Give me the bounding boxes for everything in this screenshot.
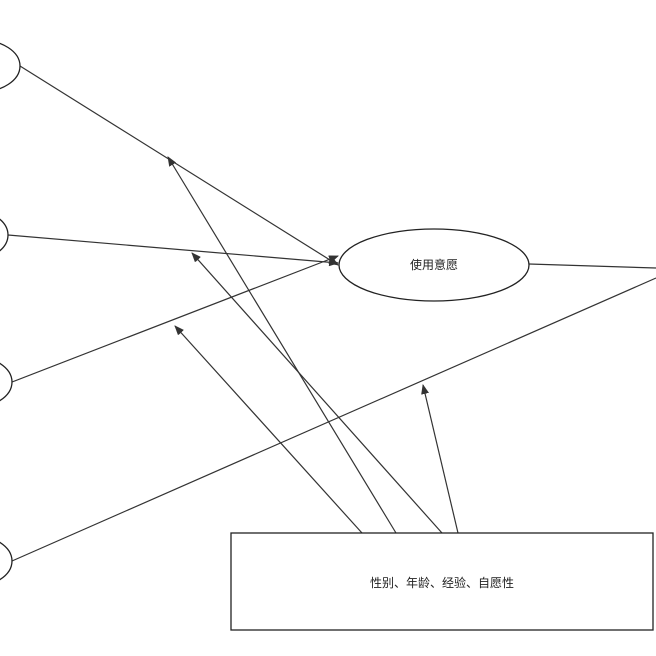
moderator-edge-3 (174, 325, 363, 534)
left-node-4 (0, 541, 13, 581)
left-node-3 (0, 362, 13, 402)
edge-node2-to-usage-intention (7, 234, 339, 267)
moderator-edge-1 (167, 156, 397, 534)
left-node-1 (0, 42, 21, 90)
edge-node4-to-right-node (11, 277, 656, 562)
usage-intention-node (338, 228, 530, 302)
edge-usage-intention-to-right-node (528, 263, 656, 269)
moderators-label: 性别、年龄、经验、自愿性 (370, 575, 514, 590)
edge-node1-to-usage-intention (19, 65, 339, 266)
moderator-edge-4 (421, 384, 459, 534)
moderator-edge-2 (191, 252, 443, 534)
usage-intention-label: 使用意愿 (410, 257, 458, 272)
edge-node3-to-usage-intention (11, 255, 339, 383)
moderators-box (230, 532, 654, 631)
left-node-2 (0, 218, 9, 252)
